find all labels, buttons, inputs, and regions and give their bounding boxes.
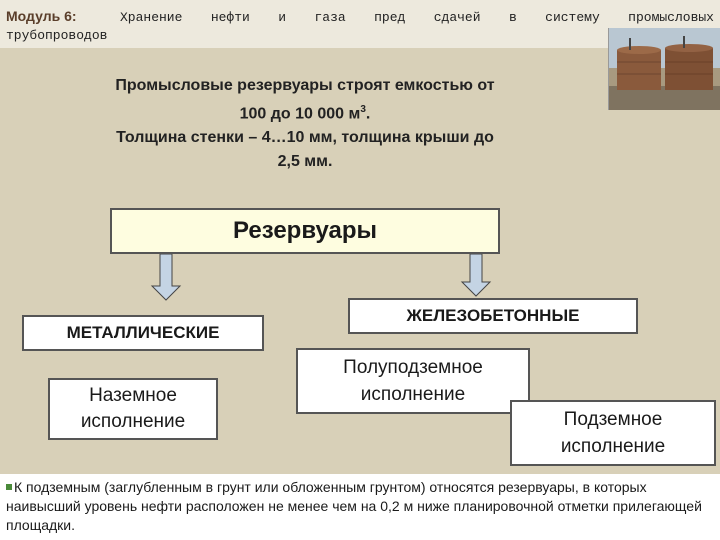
node-reinforced-concrete: ЖЕЛЕЗОБЕТОННЫЕ bbox=[348, 298, 638, 334]
tank-photo-image bbox=[609, 28, 720, 110]
intro-line: 100 до 10 000 м3. bbox=[30, 98, 580, 126]
header-title-line1: Хранение нефти и газа пред сдачей в сист… bbox=[120, 10, 714, 25]
arrow-down-icon bbox=[460, 254, 492, 298]
node-label-line: исполнение bbox=[343, 381, 483, 408]
arrow-down-icon bbox=[150, 254, 182, 302]
node-label-line: исполнение bbox=[81, 409, 185, 435]
header-word: газа bbox=[314, 10, 345, 25]
node-above-ground: Наземное исполнение bbox=[48, 378, 218, 440]
header-word: и bbox=[278, 10, 286, 25]
node-label-line: Подземное bbox=[561, 406, 665, 433]
header-word: пред bbox=[374, 10, 405, 25]
header-word: систему bbox=[545, 10, 600, 25]
node-semi-underground: Полуподземное исполнение bbox=[296, 348, 530, 414]
intro-text: Промысловые резервуары строят емкостью о… bbox=[30, 74, 580, 174]
node-metal: МЕТАЛЛИЧЕСКИЕ bbox=[22, 315, 264, 351]
header-word: промысловых bbox=[628, 10, 714, 25]
node-label-line: Полуподземное bbox=[343, 354, 483, 381]
intro-line: 2,5 мм. bbox=[30, 150, 580, 174]
footer-text: К подземным (заглубленным в грунт или об… bbox=[6, 479, 702, 533]
footer-text-block: К подземным (заглубленным в грунт или об… bbox=[6, 478, 714, 535]
root-node-reservoirs: Резервуары bbox=[110, 208, 500, 254]
intro-line-end: . bbox=[366, 105, 370, 122]
header-word: в bbox=[509, 10, 517, 25]
header-word: сдачей bbox=[434, 10, 481, 25]
bullet-icon bbox=[6, 484, 12, 490]
intro-line: Промысловые резервуары строят емкостью о… bbox=[30, 74, 580, 98]
node-label-line: исполнение bbox=[561, 433, 665, 460]
module-label: Модуль 6: bbox=[6, 8, 77, 24]
intro-line-text: 100 до 10 000 м bbox=[240, 105, 361, 122]
header-word: Хранение bbox=[120, 10, 182, 25]
node-label-line: Наземное bbox=[81, 383, 185, 409]
footer-note: К подземным (заглубленным в грунт или об… bbox=[0, 474, 720, 540]
tank-photo bbox=[608, 28, 720, 110]
node-underground: Подземное исполнение bbox=[510, 400, 716, 466]
header-title-line2: трубопроводов bbox=[6, 28, 107, 43]
header-word: нефти bbox=[211, 10, 250, 25]
intro-line: Толщина стенки – 4…10 мм, толщина крыши … bbox=[30, 126, 580, 150]
